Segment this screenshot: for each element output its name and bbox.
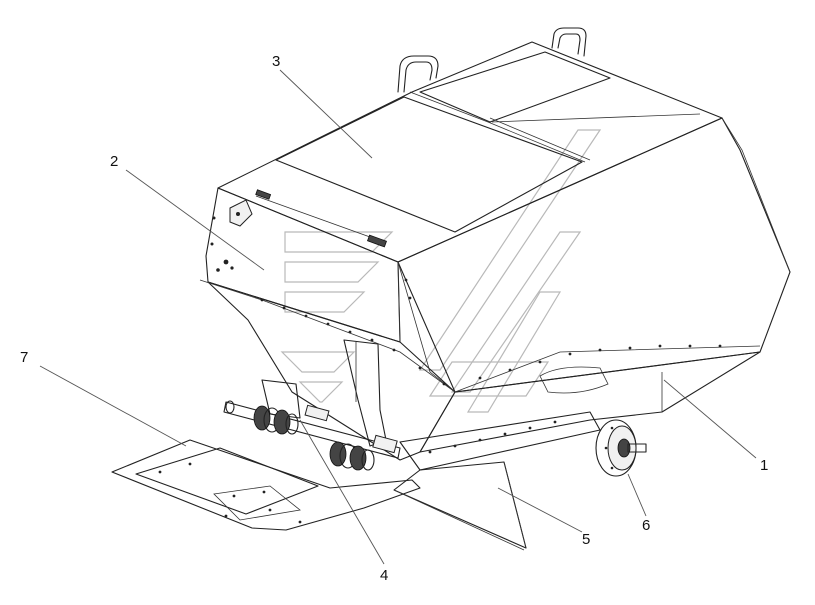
- tray-opening: [135, 447, 319, 515]
- lid-handles: [397, 27, 587, 93]
- callout-5: 5: [582, 531, 590, 548]
- callout-7: 7: [20, 349, 28, 366]
- drive-shaft: [223, 401, 401, 459]
- hopper-right-bin: [419, 351, 761, 453]
- lid-right: [419, 51, 611, 123]
- hopper-lids: [255, 51, 701, 248]
- roller-right: [329, 441, 375, 471]
- roller-left: [253, 405, 299, 435]
- drive-shaft-assembly: [223, 400, 401, 471]
- callout-1: 1: [760, 457, 768, 474]
- front-panel-details: [210, 199, 253, 272]
- callout-labels: 1 2 3 4 5 6 7: [20, 53, 768, 584]
- hopper-body: [199, 41, 791, 471]
- lid-left: [275, 96, 583, 233]
- callout-2: 2: [110, 153, 118, 170]
- callout-6: 6: [642, 517, 650, 534]
- tray-outline: [111, 439, 421, 531]
- chute-plate: [393, 461, 527, 551]
- rivets: [260, 278, 722, 454]
- hopper-bottom-rail: [399, 411, 601, 471]
- right-bin-cutout: [539, 366, 609, 394]
- callout-4: 4: [380, 567, 388, 584]
- leader-lines: [39, 69, 757, 565]
- wheel-assembly: [595, 419, 647, 477]
- handle-right: [551, 27, 587, 57]
- watermark-logo: [280, 129, 602, 413]
- callout-3: 3: [272, 53, 280, 70]
- handle-left: [397, 55, 439, 93]
- discharge-tray: [111, 439, 421, 531]
